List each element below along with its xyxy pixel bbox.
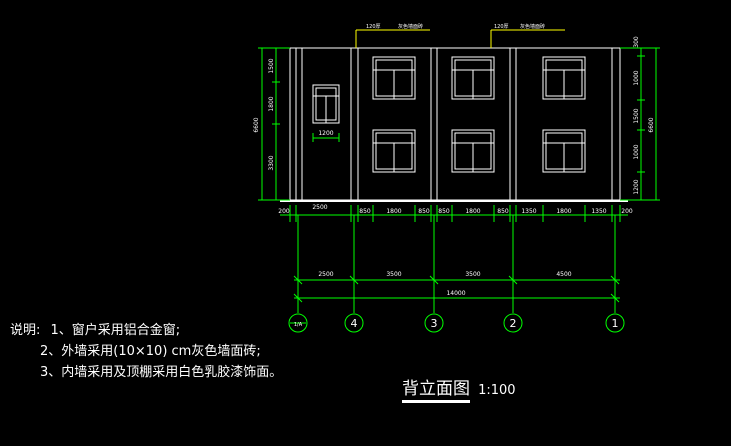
dim-r1-10: 1350 [591,208,606,215]
window-width-label: 1200 [318,130,333,137]
dim-r1-1: 2500 [312,204,327,211]
dim-r1-8: 1350 [521,208,536,215]
left-dim-1: 1500 [268,58,275,73]
right-dim-2: 1000 [633,70,640,85]
dim-r1-6: 1800 [465,208,480,215]
dim-total: 14000 [446,290,465,297]
dim-r1-4: 850 [418,208,430,215]
window-small [312,84,340,124]
window-width-dim [312,133,340,142]
dim-r2-1: 3500 [386,271,401,278]
axis-lines [297,215,616,313]
notes-block: 说明: 1、窗户采用铝合金窗; 2、外墙采用(10×10) cm灰色墙面砖; 3… [10,320,282,383]
axis-bubbles [288,313,625,333]
dim-r1-2: 850 [359,208,371,215]
right-dim-3: 1500 [633,108,640,123]
dim-r2-2: 3500 [465,271,480,278]
bottom-dim-row1-labels: 200 2500 850 1800 850 850 1800 850 1350 … [278,204,633,215]
dim-r2-3: 4500 [556,271,571,278]
notes-line-3: 3、内墙采用及顶棚采用白色乳胶漆饰面。 [40,365,283,380]
left-dim-3: 3300 [268,155,275,170]
axis-label-4: 4 [351,317,358,330]
notes-line-2: 2、外墙采用(10×10) cm灰色墙面砖; [40,344,261,359]
axis-label-1a: 1/A [294,322,303,328]
bottom-dim-row1-lines [280,205,628,222]
windows-lower [372,129,586,173]
notes-line-1: 1、窗户采用铝合金窗; [50,323,181,338]
axis-label-2: 2 [510,317,517,330]
dim-r1-11: 200 [621,208,633,215]
dim-r1-3: 1800 [386,208,401,215]
left-total-dim: 6600 [253,117,260,132]
right-total-dim: 6600 [648,117,655,132]
dim-r1-9: 1800 [556,208,571,215]
bottom-dim-row2-labels: 2500 3500 3500 4500 14000 [318,271,571,297]
windows-upper [372,56,586,100]
dim-r2-0: 2500 [318,271,333,278]
dim-r1-0: 200 [278,208,290,215]
left-dim-2: 1800 [268,96,275,111]
drawing-scale: 1:100 [478,383,516,398]
top-leaders [355,29,565,48]
left-dimension-lines [258,47,290,201]
top-label-2: 灰色墙面砖 [398,23,423,30]
right-dim-5: 1200 [633,179,640,194]
top-label-4: 灰色墙面砖 [520,23,545,30]
top-label-1: 120厚 [366,24,381,30]
dim-r1-7: 850 [497,208,509,215]
right-dim-4: 1000 [633,144,640,159]
bottom-dim-row2-lines [293,275,620,303]
drawing-title-block: 背立面图 1:100 [402,374,516,403]
pilaster-lines [295,48,613,200]
notes-first-row: 说明: 1、窗户采用铝合金窗; [10,320,282,341]
axis-label-1: 1 [612,317,619,330]
axis-label-3: 3 [431,317,438,330]
right-dim-1: 300 [633,36,640,48]
right-dimension-lines [620,47,660,201]
drawing-title: 背立面图 [402,374,470,403]
top-label-3: 120厚 [494,24,509,30]
notes-heading: 说明: [10,323,41,338]
dim-r1-5: 850 [438,208,450,215]
